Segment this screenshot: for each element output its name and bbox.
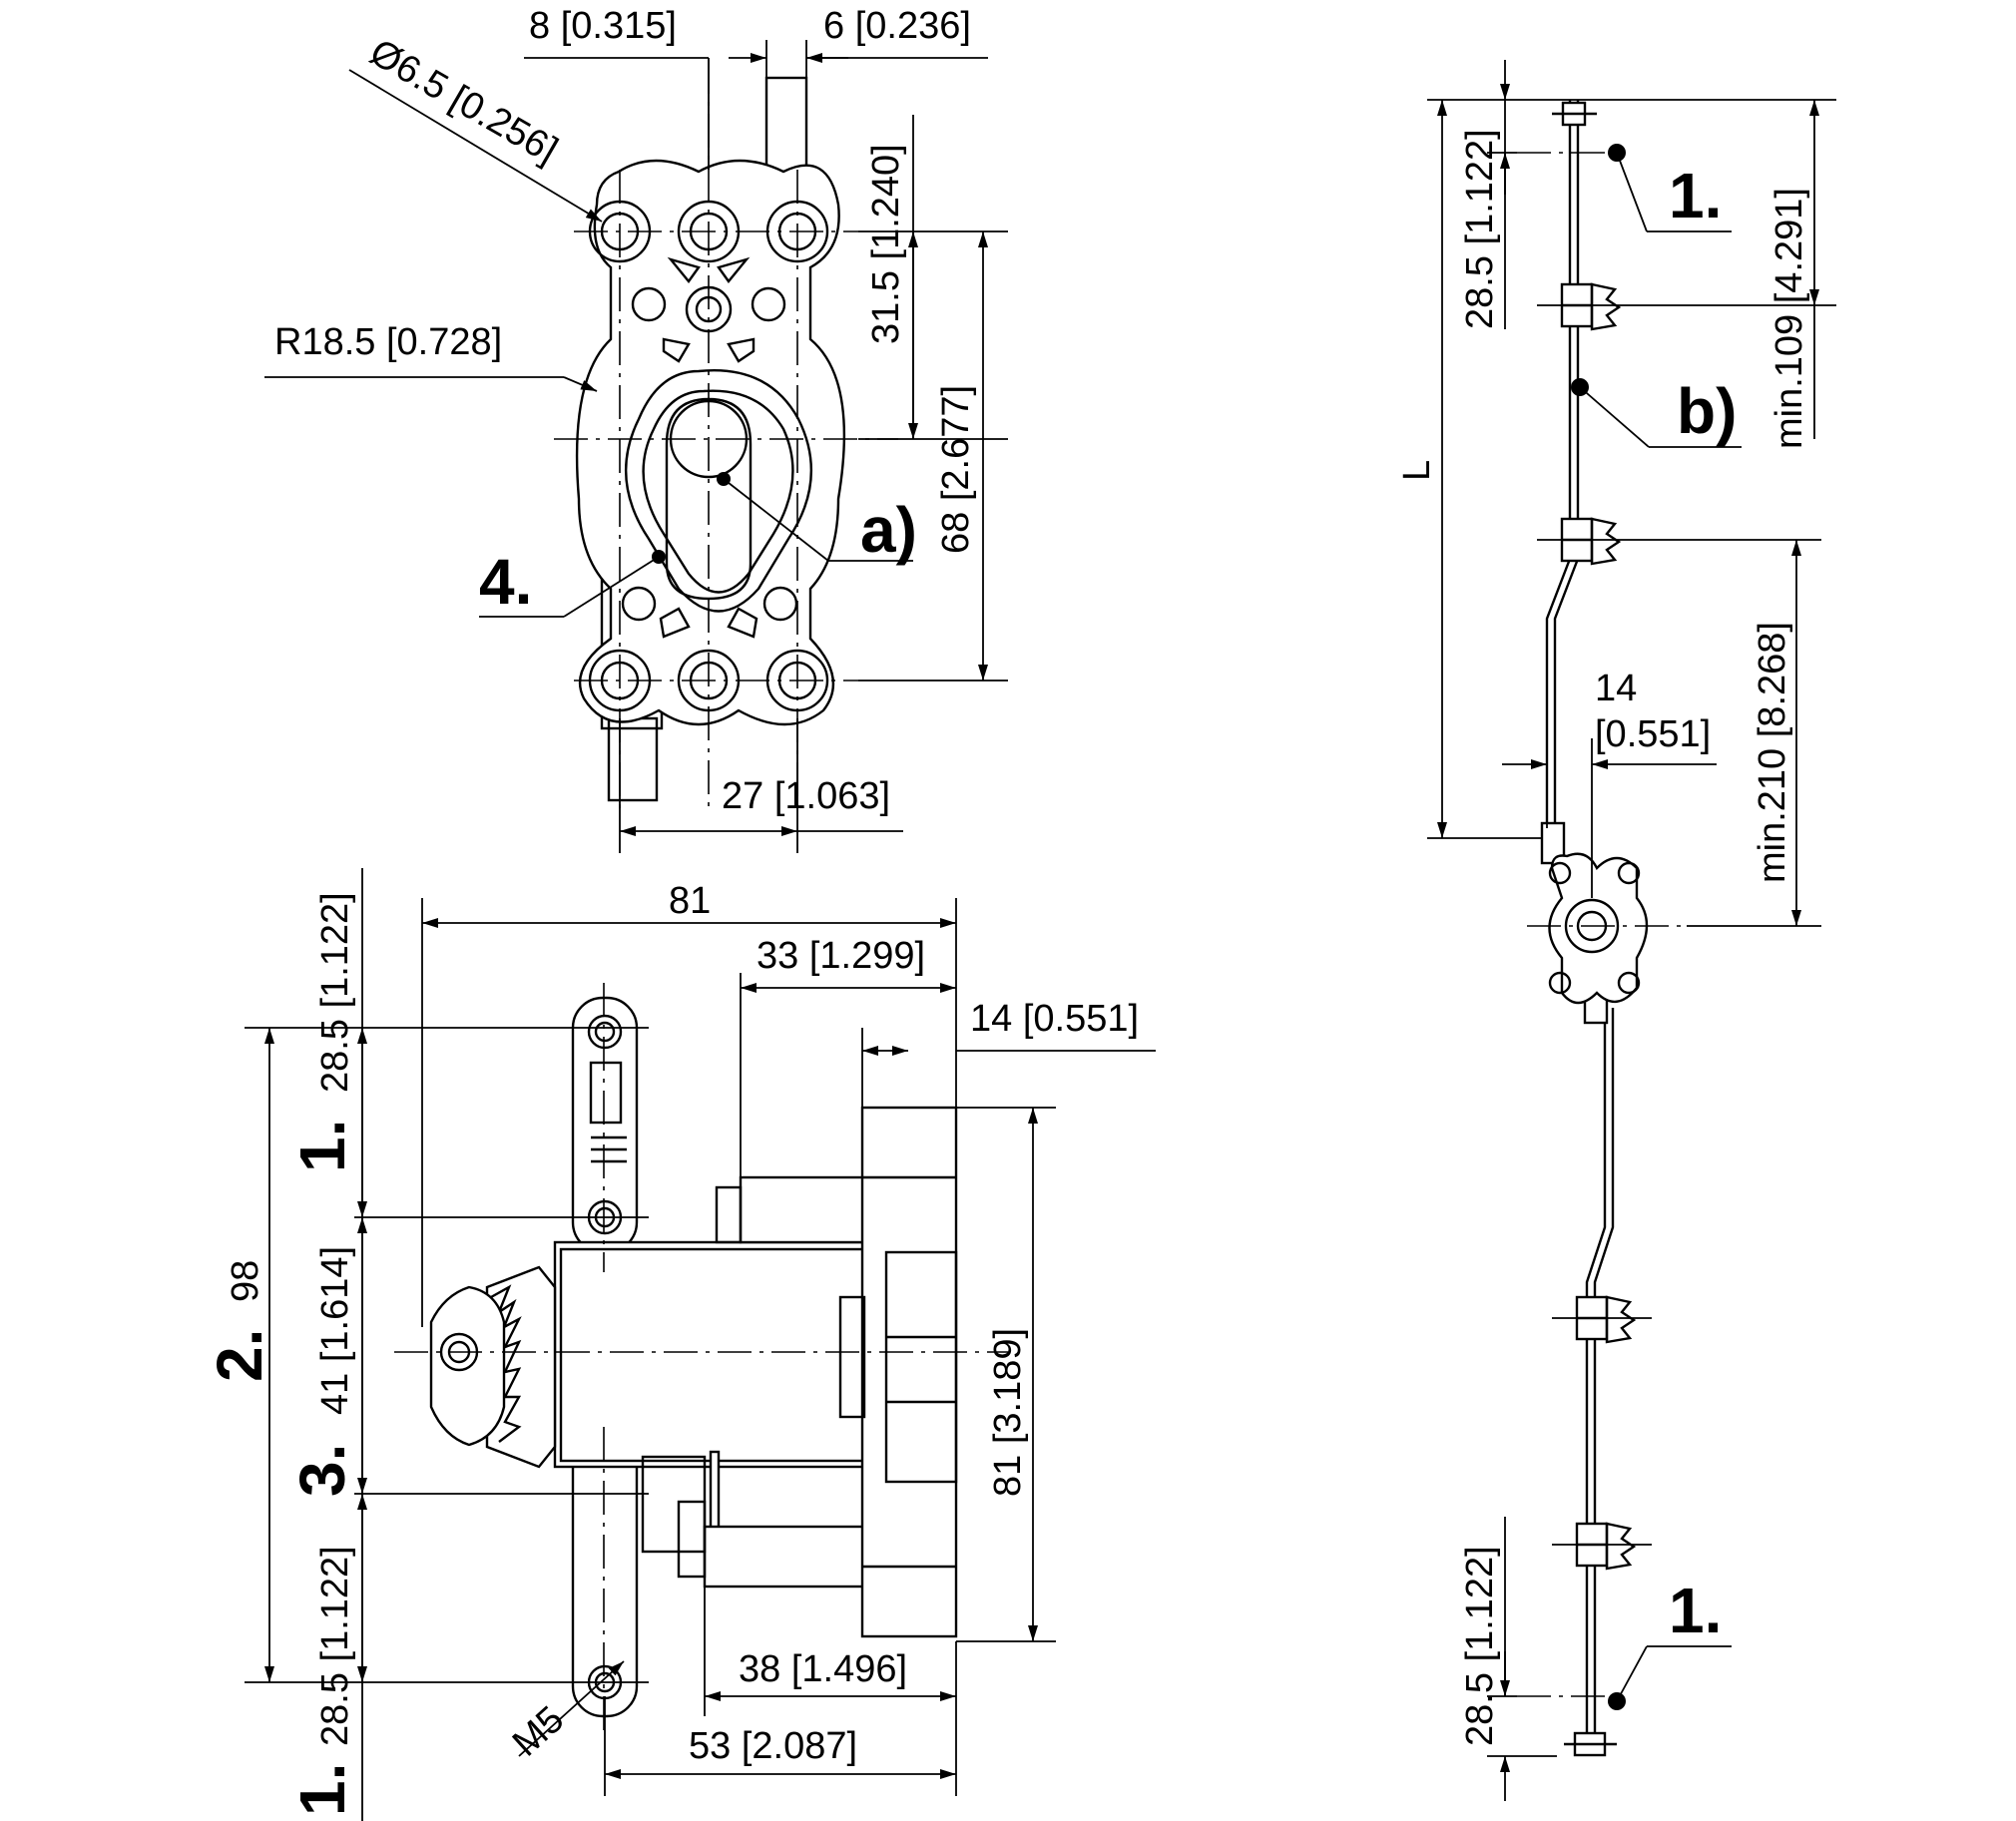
rod-view-labels: 28.5 [1.122] min.109 [4.291] L 14 [0.551… — [1396, 129, 1810, 1746]
label-2: 2. — [204, 1329, 275, 1382]
rod-dim-L-label: L — [1396, 460, 1438, 481]
rod-guide — [1575, 1295, 1637, 1344]
rod-dim-28-5-bottom-label: 28.5 [1.122] — [1459, 1546, 1501, 1746]
label-1-top: 1. — [286, 1120, 358, 1172]
side-view: 81 33 [1.299] 14 [0.551] 28.5 [1.122] 41… — [204, 868, 1156, 1821]
rod-view-centerlines — [1517, 152, 1687, 1697]
dim-8-label: 8 [0.315] — [529, 5, 677, 47]
rod-dim-14-line2: [0.551] — [1595, 713, 1711, 755]
dim-41-label: 41 [1.614] — [314, 1246, 356, 1415]
dim-81-label: 81 — [669, 880, 711, 922]
rod-label-1-top: 1. — [1669, 160, 1722, 231]
dim-28-5-top-label: 28.5 [1.122] — [314, 892, 356, 1093]
top-view: 8 [0.315] 6 [0.236] Ø6.5 [0.256] 31.5 [1… — [264, 5, 1008, 853]
dim-98-label: 98 — [225, 1260, 266, 1302]
dim-53-label: 53 [2.087] — [689, 1725, 857, 1767]
dim-r-label: R18.5 [0.728] — [274, 321, 502, 363]
rod-label-1-bottom: 1. — [1669, 1575, 1722, 1646]
dim-14-label: 14 [0.551] — [970, 998, 1139, 1040]
side-view-outline — [429, 996, 958, 1718]
rod-dim-14-line1: 14 — [1595, 668, 1637, 709]
rod-view-outline — [1540, 100, 1649, 1757]
rod-view-dimensions — [1427, 60, 1836, 1801]
rod-dim-min109-label: min.109 [4.291] — [1768, 188, 1810, 449]
rod-guide — [1560, 517, 1622, 566]
dim-33-label: 33 [1.299] — [756, 935, 925, 977]
top-view-dimensions — [264, 40, 1008, 853]
dim-81-height-label: 81 [3.189] — [987, 1328, 1029, 1497]
dim-hole-label: Ø6.5 [0.256] — [363, 31, 565, 172]
side-view-dimensions — [245, 868, 1156, 1821]
dim-6-label: 6 [0.236] — [823, 5, 971, 47]
dim-28-5-bottom-label: 28.5 [1.122] — [314, 1546, 356, 1746]
label-3: 3. — [286, 1444, 358, 1497]
dim-68-label: 68 [2.677] — [935, 385, 977, 554]
rod-dim-28-5-top-label: 28.5 [1.122] — [1459, 129, 1501, 329]
rod-label-b: b) — [1677, 375, 1737, 447]
top-view-centerlines — [554, 60, 898, 808]
label-4: 4. — [479, 546, 532, 618]
rod-dim-min210-label: min.210 [8.268] — [1752, 622, 1793, 883]
side-view-centerlines — [394, 983, 1008, 1736]
rod-guide — [1560, 282, 1622, 331]
dim-31-5-label: 31.5 [1.240] — [865, 144, 907, 344]
dim-38-label: 38 [1.496] — [739, 1648, 907, 1690]
label-1-bottom: 1. — [286, 1763, 358, 1816]
thread-label: M5 — [505, 1698, 572, 1765]
rod-view: 28.5 [1.122] min.109 [4.291] L 14 [0.551… — [1396, 60, 1836, 1801]
dim-27-label: 27 [1.063] — [722, 775, 890, 817]
label-a: a) — [860, 494, 917, 566]
rod-guide — [1575, 1522, 1637, 1571]
